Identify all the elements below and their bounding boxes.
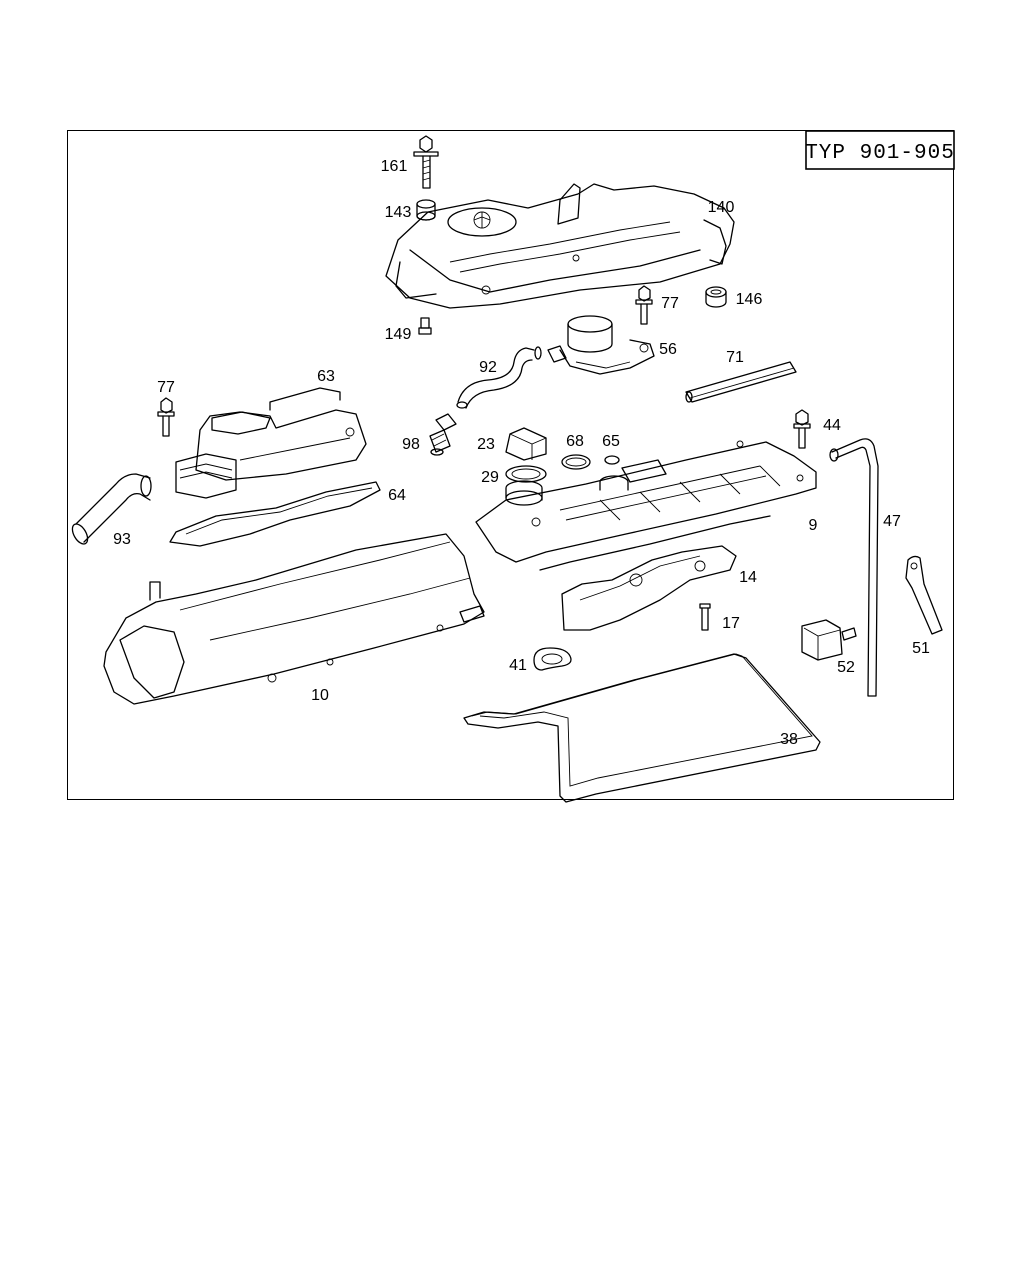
callout-146: 146 <box>736 291 763 308</box>
seal-ring-29 <box>505 465 547 483</box>
bolt-44 <box>793 409 811 449</box>
callout-92: 92 <box>479 359 497 376</box>
gasket-64 <box>169 481 381 547</box>
cylinder-head-cover-9 <box>475 440 817 571</box>
cylinder-head-10 <box>103 533 485 705</box>
callout-63: 63 <box>317 368 335 385</box>
callout-65: 65 <box>602 433 620 450</box>
callout-161: 161 <box>381 158 408 175</box>
seal-41 <box>533 647 572 671</box>
callout-29: 29 <box>481 469 499 486</box>
callout-52: 52 <box>837 659 855 676</box>
seal-ring-29-inner <box>511 468 541 480</box>
callout-47: 47 <box>883 513 901 530</box>
bolt-77-upper <box>635 285 653 325</box>
seal-strip-71 <box>685 361 797 403</box>
type-label: TYP 901-905 <box>805 142 955 165</box>
clip-52 <box>801 619 857 661</box>
ring-68-inner <box>565 457 587 467</box>
callout-77-upper: 77 <box>661 295 679 312</box>
callout-71: 71 <box>726 349 744 366</box>
oil-cap-23 <box>505 427 547 461</box>
hose-92 <box>456 346 542 409</box>
bolt-17 <box>699 603 711 631</box>
ring-68 <box>561 454 591 470</box>
connector-98 <box>429 413 457 456</box>
bolt-149 <box>418 317 432 335</box>
callout-68: 68 <box>566 433 584 450</box>
callout-44: 44 <box>823 417 841 434</box>
tube-47 <box>829 438 879 697</box>
callout-10: 10 <box>311 687 329 704</box>
callout-93: 93 <box>113 531 131 548</box>
bolt-161 <box>413 135 439 189</box>
callout-labels: 161 143 140 149 77 146 56 92 71 77 63 98… <box>113 158 930 748</box>
gasket-38 <box>463 653 821 803</box>
callout-64: 64 <box>388 487 406 504</box>
callout-56: 56 <box>659 341 677 358</box>
grommet-146 <box>705 286 727 308</box>
engine-cover-140 <box>385 183 735 309</box>
ring-65 <box>604 455 620 465</box>
callout-149: 149 <box>385 326 412 343</box>
bracket-51 <box>905 555 943 635</box>
callout-98: 98 <box>402 436 420 453</box>
callout-77-left: 77 <box>157 379 175 396</box>
grommet-143 <box>416 199 436 221</box>
oil-separator-56 <box>547 315 655 375</box>
bolt-77-left <box>157 397 175 437</box>
type-label-box: TYP 901-905 <box>805 130 955 170</box>
housing-63 <box>175 387 367 499</box>
diagram-frame <box>67 130 954 800</box>
callout-17: 17 <box>722 615 740 632</box>
callout-51: 51 <box>912 640 930 657</box>
pipe-93 <box>71 473 152 545</box>
callout-41: 41 <box>509 657 527 674</box>
adjuster-14 <box>561 545 737 631</box>
callout-143: 143 <box>385 204 412 221</box>
callout-140: 140 <box>708 199 735 216</box>
callout-23: 23 <box>477 436 495 453</box>
callout-14: 14 <box>739 569 757 586</box>
callout-38: 38 <box>780 731 798 748</box>
callout-9: 9 <box>809 517 818 534</box>
